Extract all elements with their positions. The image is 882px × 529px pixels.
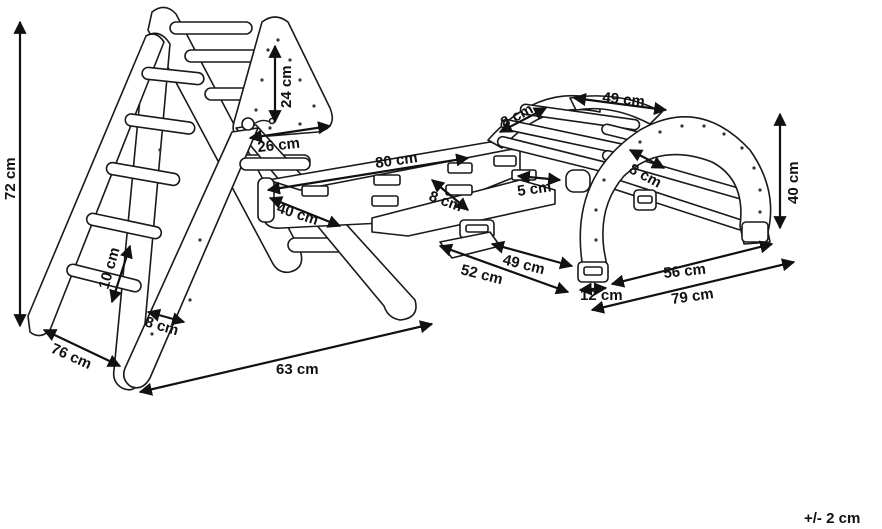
label-arch-total-length: 79 cm (670, 285, 714, 308)
tolerance-note: +/- 2 cm (804, 510, 860, 527)
arch-bolts (594, 124, 762, 242)
label-arch-inner-width: 49 cm (602, 89, 646, 110)
label-arch-foot-width: 49 cm (501, 251, 546, 278)
label-arch-height: 40 cm (785, 161, 802, 204)
label-arch-base-width: 56 cm (663, 261, 707, 282)
label-triangle-top-width: 26 cm (257, 135, 301, 156)
label-ramp-length: 80 cm (374, 149, 418, 172)
dimension-lines (13, 20, 796, 396)
label-ladder-length: 63 cm (276, 361, 319, 378)
label-ladder-depth: 76 cm (48, 340, 94, 373)
label-arch-end-offset: 12 cm (580, 287, 623, 304)
label-ramp-step-height: 5 cm (516, 178, 552, 200)
dimension-labels: 72 cm 24 cm 26 cm 80 cm 40 cm 10 cm 8 cm… (2, 65, 860, 527)
front-rungs (66, 66, 205, 293)
label-triangle-height: 24 cm (278, 65, 295, 108)
label-arch-depth: 52 cm (459, 261, 504, 288)
label-ladder-height: 72 cm (2, 157, 19, 200)
